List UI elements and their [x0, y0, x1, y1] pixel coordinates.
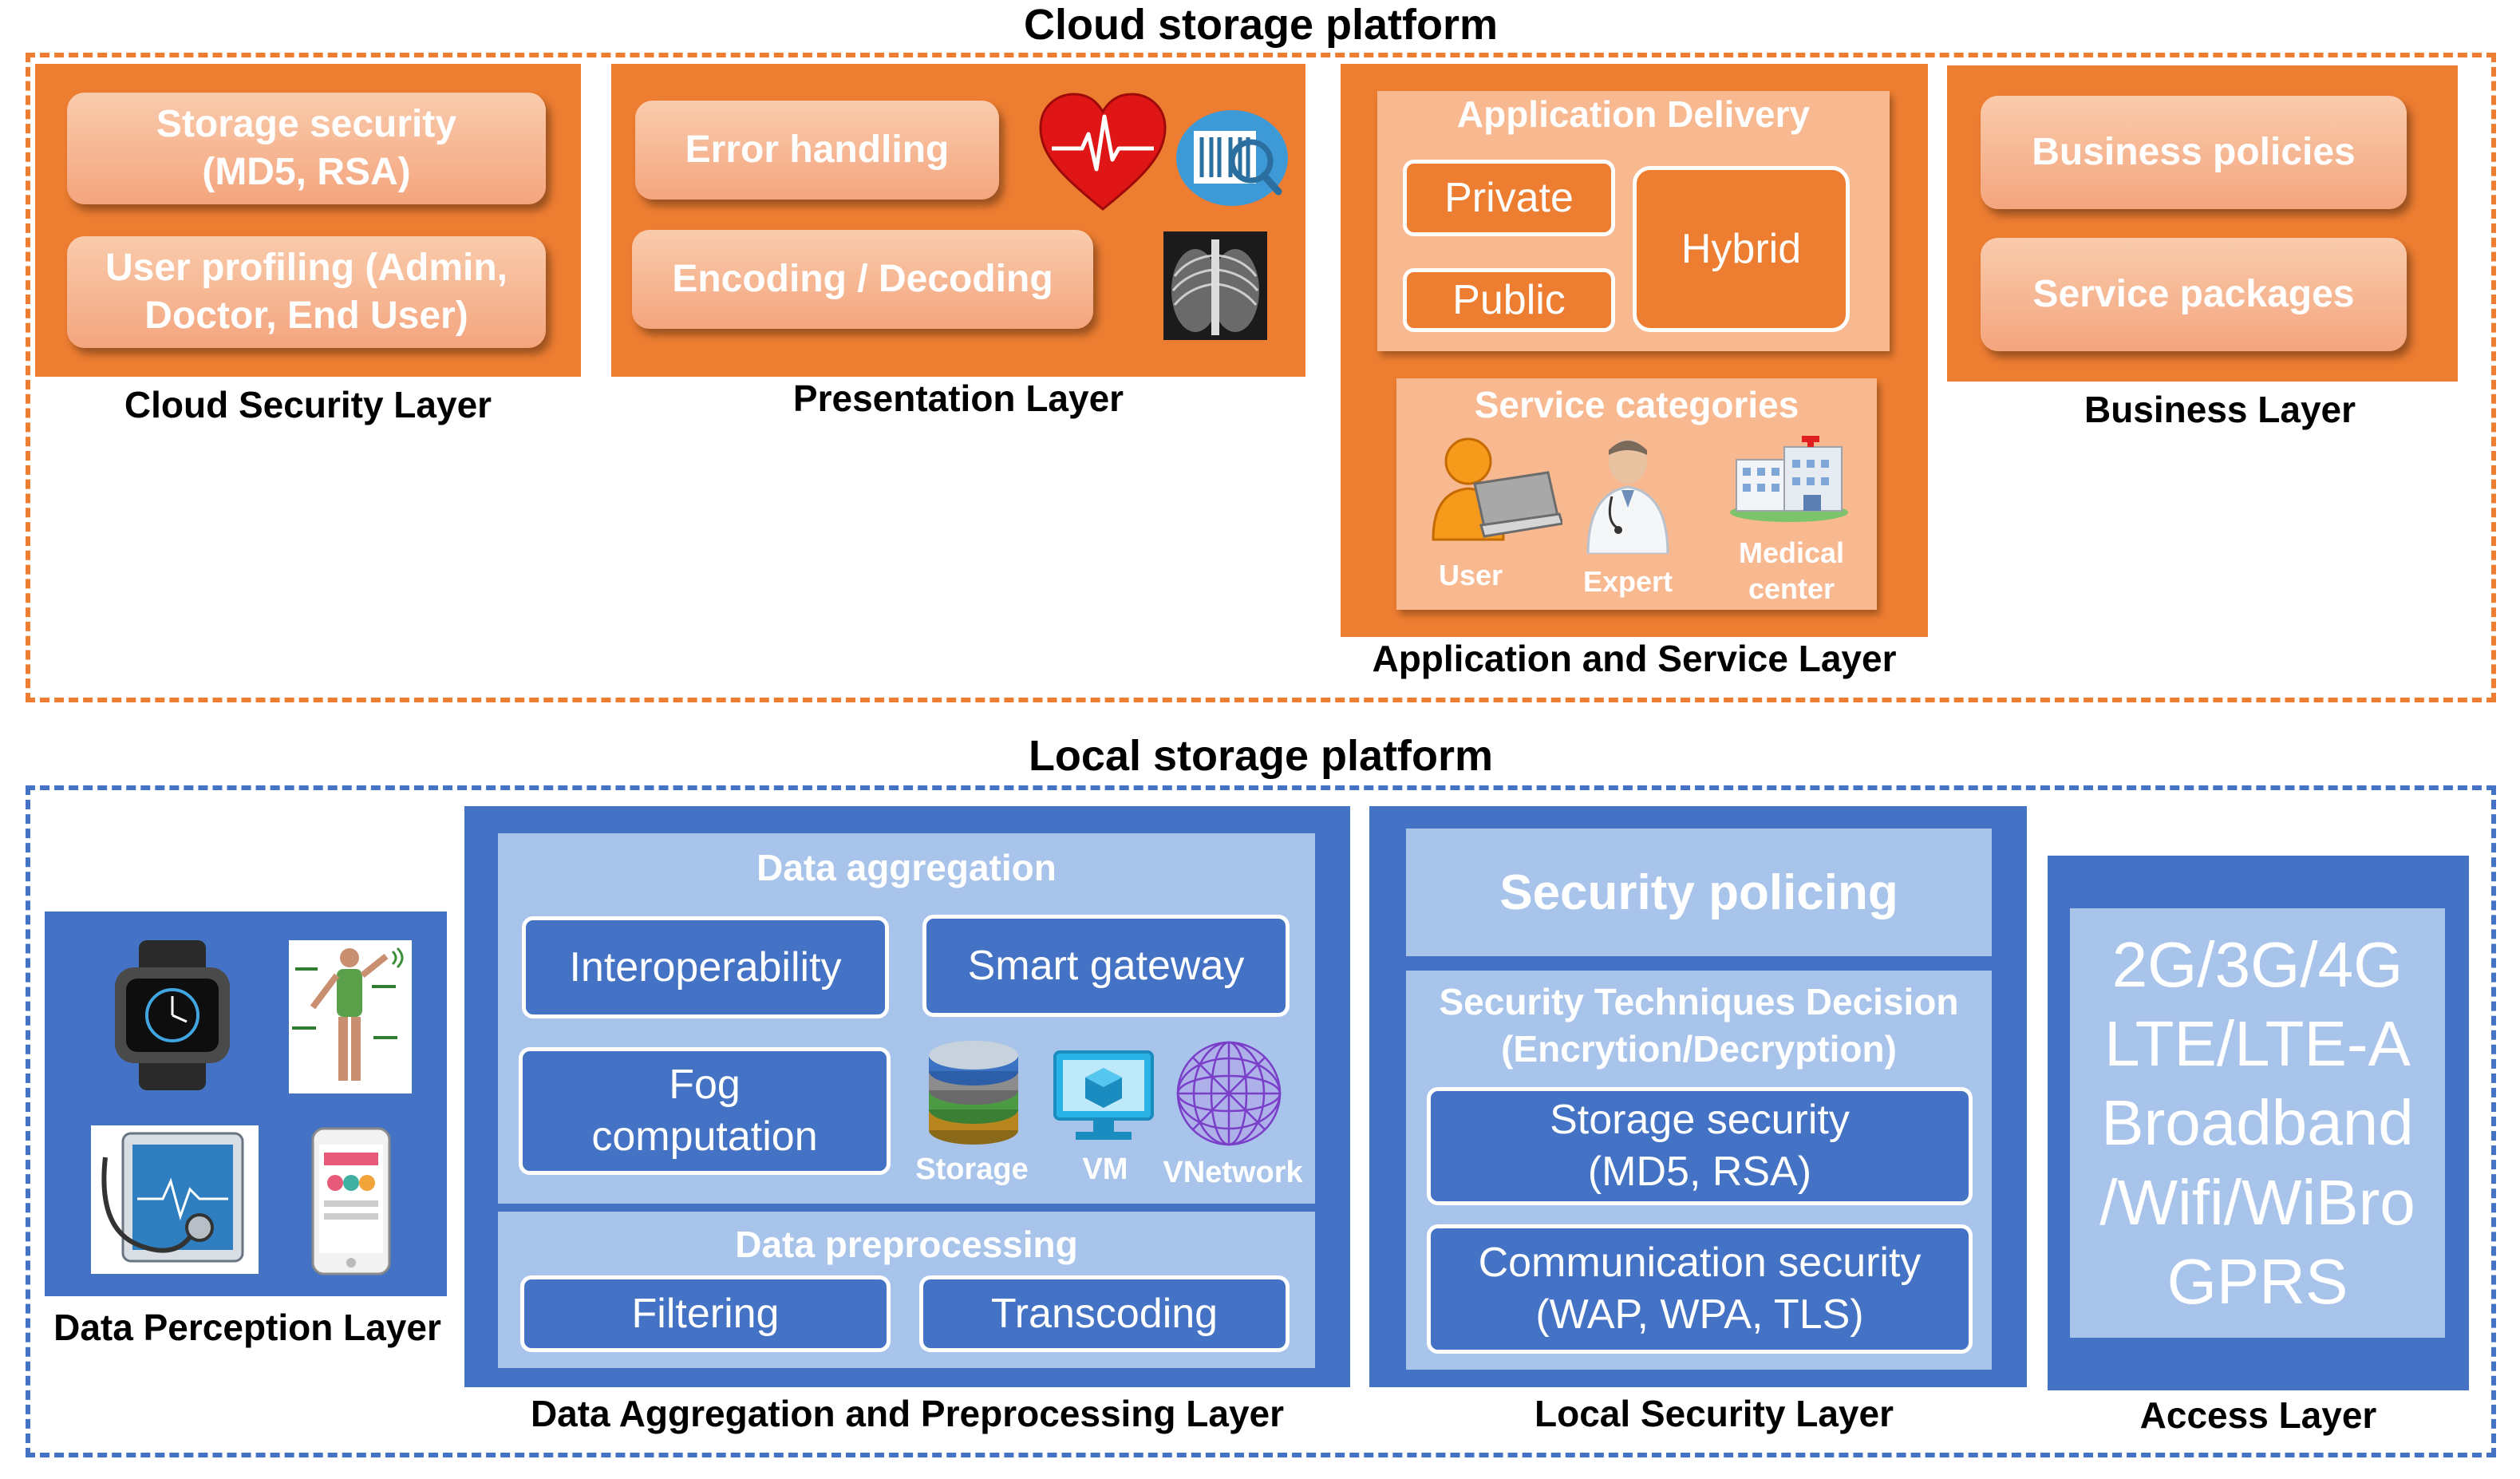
barcode-scan-icon [1176, 110, 1288, 206]
security-policing-label: Security policing [1499, 864, 1898, 920]
presentation-layer-caption: Presentation Layer [792, 378, 1124, 419]
heart-ecg-icon [1039, 93, 1167, 211]
category-expert-label: Expert [1582, 565, 1673, 598]
smart-gateway-item: Smart gateway [922, 915, 1290, 1017]
data-preprocessing-title: Data preprocessing [735, 1224, 1078, 1265]
application-delivery-title: Application Delivery [1456, 93, 1811, 135]
application-delivery-panel: Application Delivery Private Public Hybr… [1377, 91, 1890, 351]
application-service-layer: Application Delivery Private Public Hybr… [1341, 64, 1928, 637]
chest-xray-icon [1163, 231, 1267, 340]
cloud-security-layer-caption: Cloud Security Layer [124, 384, 492, 425]
local-storage-security-item: Storage security (MD5, RSA) [1427, 1087, 1973, 1205]
local-platform-title: Local storage platform [1028, 732, 1494, 780]
error-handling-item: Error handling [635, 101, 999, 200]
data-aggregation-panel: Data aggregation Interoperability Smart … [498, 833, 1315, 1204]
vm-cube-icon [1053, 1050, 1154, 1140]
data-perception-layer-caption: Data Perception Layer [53, 1307, 441, 1348]
cloud-platform-frame [26, 53, 2496, 702]
security-techniques-title: Security Techniques Decision (Encrytion/… [1439, 981, 1959, 1070]
application-service-layer-caption: Application and Service Layer [1372, 638, 1897, 679]
body-sensors-icon [289, 940, 412, 1093]
hospital-icon [1730, 436, 1848, 522]
business-layer-caption: Business Layer [2084, 389, 2356, 430]
interoperability-item: Interoperability [522, 916, 889, 1018]
storage-security-item: Storage security (MD5, RSA) [67, 93, 546, 204]
data-aggregation-title: Data aggregation [756, 847, 1057, 888]
tablet-stethoscope-icon [91, 1125, 259, 1274]
data-aggregation-layer-caption: Data Aggregation and Preprocessing Layer [530, 1393, 1285, 1434]
doctor-icon [1586, 439, 1669, 554]
cloud-security-layer: Storage security (MD5, RSA) User profili… [35, 64, 581, 377]
security-policing-panel: Security policing [1406, 828, 1992, 956]
filtering-item: Filtering [520, 1275, 891, 1352]
access-technologies-panel: 2G/3G/4G LTE/LTE-A Broadband /Wifi/WiBro… [2070, 908, 2445, 1338]
user-profiling-item: User profiling (Admin, Doctor, End User) [67, 236, 546, 348]
local-platform-frame [26, 785, 2496, 1457]
cloud-platform-title: Cloud storage platform [1023, 1, 1499, 49]
delivery-public: Public [1403, 268, 1615, 332]
access-layer-caption: Access Layer [2139, 1394, 2377, 1436]
network-globe-icon [1176, 1041, 1282, 1146]
encoding-decoding-item: Encoding / Decoding [632, 230, 1093, 329]
user-laptop-icon [1432, 437, 1562, 541]
category-user-label: User [1438, 559, 1503, 591]
smartwatch-icon [115, 940, 230, 1090]
delivery-private: Private [1403, 160, 1615, 236]
category-medical-center-label: Medical center [1738, 536, 1845, 605]
data-preprocessing-panel: Data preprocessing Filtering Transcoding [498, 1212, 1315, 1368]
communication-security-item: Communication security (WAP, WPA, TLS) [1427, 1224, 1973, 1354]
data-aggregation-layer: Data aggregation Interoperability Smart … [464, 806, 1350, 1387]
security-techniques-panel: Security Techniques Decision (Encrytion/… [1406, 971, 1992, 1370]
access-layer: 2G/3G/4G LTE/LTE-A Broadband /Wifi/WiBro… [2048, 856, 2469, 1390]
database-storage-icon [929, 1041, 1018, 1145]
fog-computation-item: Fog computation [519, 1047, 891, 1175]
resource-vnetwork-label: VNetwork [1163, 1156, 1303, 1189]
local-security-layer: Security policing Security Techniques De… [1369, 806, 2027, 1387]
service-categories-title: Service categories [1474, 384, 1799, 425]
smartphone-icon [311, 1127, 391, 1275]
presentation-layer: Error handling Encoding / Decoding [611, 64, 1305, 377]
service-packages-item: Service packages [1981, 238, 2407, 351]
data-perception-layer [45, 912, 447, 1296]
business-policies-item: Business policies [1981, 96, 2407, 209]
local-security-layer-caption: Local Security Layer [1535, 1393, 1894, 1434]
business-layer: Business policies Service packages [1947, 65, 2458, 382]
access-technologies-text: 2G/3G/4G LTE/LTE-A Broadband /Wifi/WiBro… [2099, 929, 2415, 1317]
transcoding-item: Transcoding [919, 1275, 1290, 1352]
resource-vm-label: VM [1082, 1153, 1128, 1186]
delivery-hybrid: Hybrid [1633, 166, 1850, 332]
service-categories-panel: Service categories User Expert [1396, 378, 1877, 610]
resource-storage-label: Storage [915, 1153, 1029, 1186]
